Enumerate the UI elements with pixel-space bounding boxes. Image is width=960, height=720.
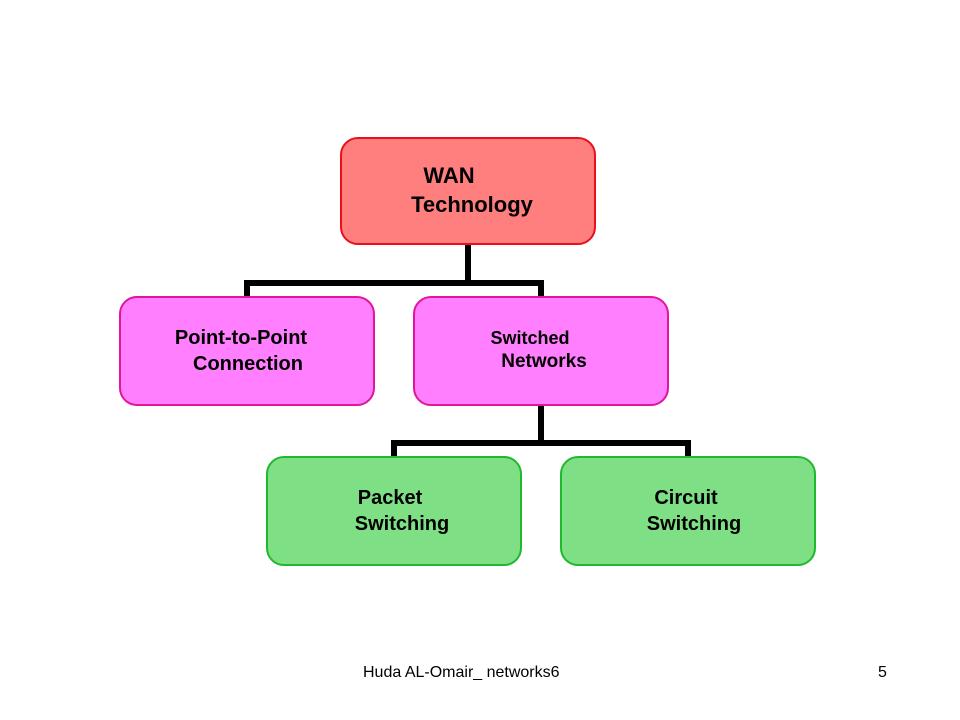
node-label-line: WAN (423, 163, 475, 189)
node-switched-networks: Switched Networks (413, 296, 669, 406)
node-wan-technology: WAN Technology (340, 137, 596, 245)
node-label-line: Connection (193, 353, 303, 375)
node-label-line: Networks (501, 351, 587, 373)
node-point-to-point-connection: Point-to-Point Connection (119, 296, 375, 406)
node-label-line: Switching (646, 513, 742, 535)
page-number: 5 (878, 664, 887, 681)
node-label-line: Circuit (654, 487, 718, 509)
footer-author-text: Huda AL-Omair_ networks6 (363, 664, 560, 681)
node-label-line: Point-to-Point (174, 327, 308, 349)
node-packet-switching: Packet Switching (266, 456, 522, 566)
node-label-line: Switched (490, 327, 570, 348)
node-label-line: Switching (354, 513, 450, 535)
node-label-line: Technology (411, 192, 533, 217)
node-circuit-switching: Circuit Switching (560, 456, 816, 566)
node-label-line: Packet (357, 487, 423, 509)
